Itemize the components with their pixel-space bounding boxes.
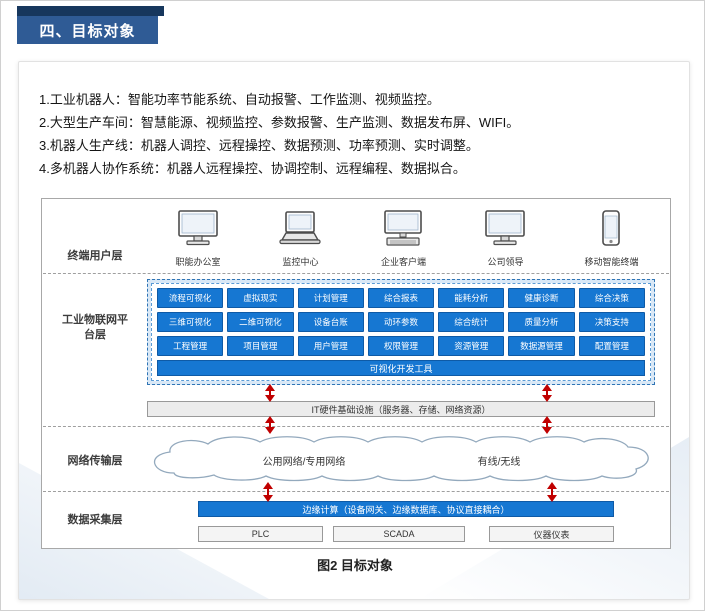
- module-button: 计划管理: [297, 288, 364, 308]
- title-accent-bar: [17, 6, 164, 16]
- module-button: 质量分析: [508, 312, 575, 332]
- laptop-icon: [277, 210, 323, 253]
- module-button: 动环参数: [367, 312, 435, 332]
- layer-divider: [43, 426, 669, 427]
- bullet-line: 3.机器人生产线：机器人调控、远程操控、数据预测、功率预测、实时调整。: [39, 138, 479, 153]
- module-button: 资源管理: [438, 336, 505, 356]
- module-button: 综合报表: [367, 288, 435, 308]
- module-button: 数据源管理: [508, 336, 575, 356]
- bullet-line: 4.多机器人协作系统：机器人远程操控、协调控制、远程编程、数据拟合。: [39, 161, 466, 176]
- layer-divider: [43, 491, 669, 492]
- terminal-row: 职能办公室 监控中心: [147, 202, 667, 268]
- module-button: 三维可视化: [157, 312, 224, 332]
- terminal-label: 公司领导: [487, 257, 524, 267]
- terminal-item: 移动智能终端: [584, 210, 638, 268]
- desktop-keyboard-icon: [380, 210, 426, 253]
- vertical-double-arrow: [262, 482, 274, 502]
- layer-label-terminal-user: 终端用户层: [67, 250, 123, 262]
- layer-label-iot-platform: 工业物联网平台层: [62, 314, 128, 341]
- bullet-line: 2.大型生产车间：智慧能源、视频监控、参数报警、生产监测、数据发布屏、WIFI。: [39, 115, 520, 130]
- desktop-icon: [483, 210, 527, 253]
- module-button: 能耗分析: [438, 288, 505, 308]
- desktop-icon: [176, 210, 220, 253]
- network-label-public: 公用网络/专用网络: [262, 457, 346, 468]
- terminal-label: 企业客户端: [380, 257, 426, 267]
- network-label-wired: 有线/无线: [477, 457, 521, 468]
- page-title: 四、目标对象: [17, 16, 158, 44]
- layer-label-data-collection: 数据采集层: [67, 514, 123, 526]
- module-button: 工程管理: [157, 336, 224, 356]
- vertical-double-arrow: [264, 416, 276, 434]
- bullet-line: 1.工业机器人：智能功率节能系统、自动报警、工作监测、视频监控。: [39, 92, 440, 107]
- content-card: 1.工业机器人：智能功率节能系统、自动报警、工作监测、视频监控。 2.大型生产车…: [18, 61, 690, 600]
- vertical-double-arrow: [546, 482, 558, 502]
- network-cloud: 公用网络/专用网络 有线/无线: [144, 433, 660, 485]
- cloud-shape: [153, 436, 649, 482]
- module-button: 综合统计: [438, 312, 505, 332]
- figure-caption: 图2 目标对象: [317, 558, 393, 573]
- bullet-list: 1.工业机器人：智能功率节能系统、自动报警、工作监测、视频监控。 2.大型生产车…: [39, 88, 519, 180]
- device-box-plc: PLC: [198, 526, 323, 542]
- platform-panel: 流程可视化 虚拟现实 计划管理 综合报表 能耗分析 健康诊断 综合决策 三维可视…: [147, 279, 655, 385]
- layer-divider: [43, 273, 669, 274]
- device-box-scada: SCADA: [333, 526, 465, 542]
- module-grid: 流程可视化 虚拟现实 计划管理 综合报表 能耗分析 健康诊断 综合决策 三维可视…: [157, 288, 645, 356]
- it-infrastructure-bar: IT硬件基础设施（服务器、存储、网络资源）: [147, 401, 655, 417]
- vertical-double-arrow: [264, 384, 276, 402]
- module-button: 用户管理: [297, 336, 364, 356]
- smartphone-icon: [599, 210, 623, 253]
- module-button: 健康诊断: [508, 288, 575, 308]
- module-button: 决策支持: [578, 312, 645, 332]
- edge-computing-bar: 边缘计算（设备网关、边缘数据库、协议直接耦合）: [198, 501, 614, 517]
- terminal-item: 职能办公室: [175, 210, 221, 268]
- module-button: 流程可视化: [157, 288, 224, 308]
- architecture-diagram: 终端用户层 工业物联网平台层 网络传输层 数据采集层: [41, 198, 671, 549]
- module-button: 综合决策: [578, 288, 645, 308]
- module-button: 二维可视化: [227, 312, 294, 332]
- terminal-label: 监控中心: [282, 257, 319, 267]
- module-button: 权限管理: [367, 336, 435, 356]
- terminal-label: 职能办公室: [175, 257, 221, 267]
- module-button: 设备台账: [297, 312, 364, 332]
- vertical-double-arrow: [541, 384, 553, 402]
- device-box-instrument: 仪器仪表: [489, 526, 614, 542]
- terminal-label: 移动智能终端: [584, 257, 639, 267]
- platform-inner: 流程可视化 虚拟现实 计划管理 综合报表 能耗分析 健康诊断 综合决策 三维可视…: [151, 283, 651, 381]
- layer-label-network: 网络传输层: [67, 455, 123, 467]
- vertical-double-arrow: [541, 416, 553, 434]
- terminal-item: 监控中心: [277, 210, 323, 268]
- module-button: 项目管理: [227, 336, 294, 356]
- terminal-item: 公司领导: [483, 210, 527, 268]
- module-button: 虚拟现实: [227, 288, 294, 308]
- module-button: 配置管理: [578, 336, 645, 356]
- terminal-item: 企业客户端: [380, 210, 426, 268]
- dev-tool-bar: 可视化开发工具: [157, 360, 645, 376]
